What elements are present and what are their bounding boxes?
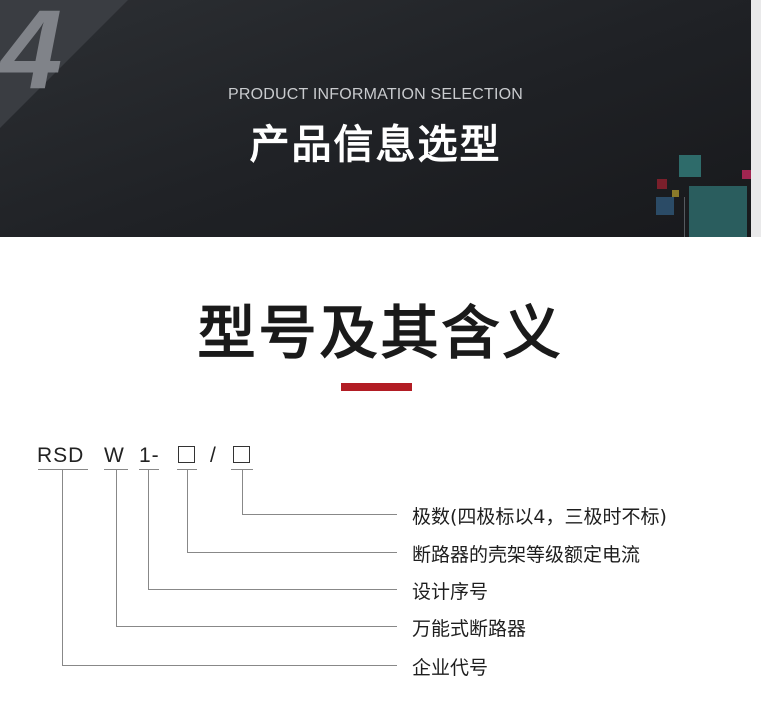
deco-square-magenta — [742, 170, 751, 179]
banner-corner-triangle — [0, 0, 128, 128]
deco-square-teal-large — [689, 186, 747, 237]
deco-line-vertical — [684, 197, 685, 237]
explanation-frame-current: 断路器的壳架等级额定电流 — [412, 544, 641, 566]
connector-prefix-vertical — [62, 469, 63, 665]
connector-poles-horizontal — [242, 514, 397, 515]
explanation-design-number: 设计序号 — [412, 581, 489, 603]
code-slash: / — [210, 444, 217, 467]
banner-subtitle: PRODUCT INFORMATION SELECTION — [227, 86, 523, 103]
code-box-current — [178, 446, 195, 463]
edge-strip — [751, 0, 761, 237]
deco-square-blue — [656, 197, 674, 215]
connector-series-horizontal — [116, 626, 397, 627]
deco-square-red — [657, 179, 667, 189]
explanation-poles: 极数(四极标以4，三极时不标) — [412, 506, 667, 528]
code-prefix: RSD — [37, 444, 85, 467]
section-heading: 型号及其含义 — [197, 299, 564, 367]
code-design: 1- — [139, 444, 160, 467]
explanation-breaker-type: 万能式断路器 — [412, 618, 527, 640]
section-number: 4 — [0, 0, 63, 112]
connector-current-vertical — [187, 469, 188, 552]
explanation-company-code: 企业代号 — [412, 657, 489, 679]
underline-design — [139, 469, 159, 470]
connector-design-horizontal — [148, 589, 397, 590]
code-series: W — [104, 444, 125, 467]
underline-prefix — [38, 469, 88, 470]
connector-prefix-horizontal — [62, 665, 397, 666]
banner: 4 PRODUCT INFORMATION SELECTION 产品信息选型 — [0, 0, 751, 237]
banner-title: 产品信息选型 — [249, 122, 502, 168]
code-box-poles — [233, 446, 250, 463]
deco-square-olive — [672, 190, 679, 197]
connector-design-vertical — [148, 469, 149, 589]
connector-poles-vertical — [242, 469, 243, 514]
heading-underline-bar — [341, 383, 412, 391]
deco-square-teal-small — [679, 155, 701, 177]
connector-current-horizontal — [187, 552, 397, 553]
connector-series-vertical — [116, 469, 117, 626]
